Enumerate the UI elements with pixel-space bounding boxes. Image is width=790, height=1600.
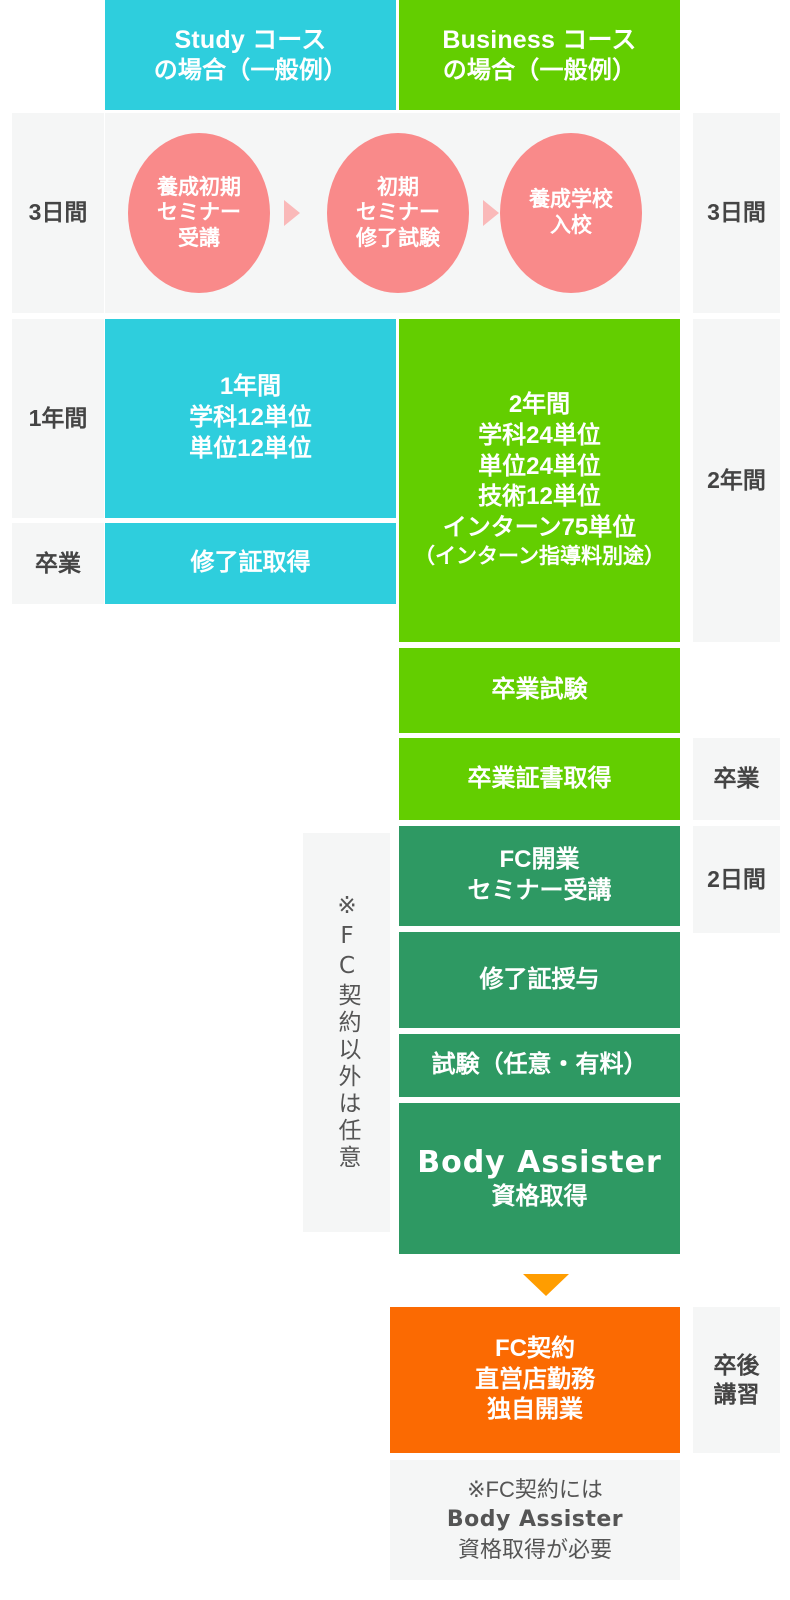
fc-exam-text: 試験（任意・有料） [431,1051,648,1079]
study-curriculum-box: 1年間 学科12単位 単位12単位 [105,319,396,518]
fc-certificate-box: 修了証授与 [399,932,680,1028]
seminar-step1-line2: セミナー [157,201,241,225]
business-curriculum-line6: （インターン指導料別途） [414,544,665,568]
header-business-line1: Business コース [442,25,637,54]
header-business-course: Business コース の場合（一般例） [399,0,680,110]
fc-opening-seminar-box: FC開業 セミナー受講 [399,826,680,926]
business-grad-exam-text: 卒業試験 [491,676,588,704]
right-label-graduation-text: 卒業 [713,765,760,792]
footnote-line2: Body Assister [446,1507,624,1533]
business-curriculum-box: 2年間 学科24単位 単位24単位 技術12単位 インターン75単位 （インター… [399,319,680,642]
seminar-step2-line1: 初期 [377,175,419,199]
study-curriculum-line2: 学科12単位 [189,404,312,432]
fc-opening-seminar-line1: FC開業 [499,846,580,874]
business-diploma-box: 卒業証書取得 [399,738,680,820]
study-certificate-box: 修了証取得 [105,523,396,604]
seminar-step-school-entry: 養成学校 入校 [500,133,642,293]
business-curriculum-line5: インターン75単位 [442,514,637,542]
fc-qualification-box: Body Assister 資格取得 [399,1103,680,1254]
left-label-graduation-text: 卒業 [35,549,81,576]
seminar-step1-line1: 養成初期 [157,175,241,199]
right-label-two-days: 2日間 [693,826,780,933]
seminar-step1-line3: 受講 [178,226,220,250]
right-label-two-years: 2年間 [693,319,780,642]
seminar-step-completion-exam: 初期 セミナー 修了試験 [327,133,469,293]
footnote-line1: ※FC契約には [467,1477,603,1503]
arrow-right-icon-2 [483,200,499,226]
left-label-graduation: 卒業 [12,523,104,604]
header-business-line2: の場合（一般例） [442,56,637,84]
header-study-course: Study コース の場合（一般例） [105,0,396,110]
fc-optional-note: ※FC契約以外は任意 [303,833,390,1232]
arrow-right-icon-1 [284,200,300,226]
business-diploma-text: 卒業証書取得 [467,764,612,792]
right-label-post-graduation: 卒後 講習 [693,1307,780,1453]
seminar-step3-line2: 入校 [550,214,592,237]
right-label-three-days-text: 3日間 [707,199,766,226]
business-curriculum-line1: 2年間 [508,391,571,419]
study-curriculum-line1: 1年間 [219,373,282,401]
right-label-two-years-text: 2年間 [707,466,766,493]
fc-contract-line2: 直営店勤務 [475,1365,595,1393]
seminar-step2-line2: セミナー [356,201,440,225]
right-label-two-days-text: 2日間 [707,865,766,892]
right-label-graduation: 卒業 [693,738,780,820]
fc-contract-line1: FC契約 [495,1334,575,1362]
fc-certificate-text: 修了証授与 [479,965,600,993]
arrow-down-icon [523,1274,569,1296]
header-study-line1: Study コース [174,25,327,54]
fc-optional-note-text: ※FC契約以外は任意 [334,893,360,1172]
seminar-step3-line1: 養成学校 [529,188,613,212]
seminar-step2-line3: 修了試験 [356,226,440,250]
footnote-line3: 資格取得が必要 [457,1536,612,1562]
business-grad-exam-box: 卒業試験 [399,648,680,733]
fc-contract-box: FC契約 直営店勤務 独自開業 [390,1307,680,1453]
right-label-post-grad-line2: 講習 [713,1381,760,1407]
business-curriculum-line2: 学科24単位 [478,421,601,449]
business-curriculum-line4: 技術12単位 [478,483,601,511]
left-label-one-year-text: 1年間 [28,404,88,431]
fc-contract-footnote: ※FC契約には Body Assister 資格取得が必要 [390,1460,680,1580]
fc-contract-line3: 独自開業 [487,1396,583,1424]
right-label-post-grad-line1: 卒後 [713,1351,760,1378]
fc-opening-seminar-line2: セミナー受講 [467,877,612,904]
fc-qualification-line2: 資格取得 [491,1183,588,1211]
business-curriculum-line3: 単位24単位 [478,452,601,480]
study-curriculum-line3: 単位12単位 [189,434,312,462]
seminar-step-initial-training: 養成初期 セミナー 受講 [128,133,270,293]
fc-exam-box: 試験（任意・有料） [399,1034,680,1097]
right-label-three-days: 3日間 [693,113,780,313]
header-study-line2: の場合（一般例） [153,56,348,84]
left-label-one-year: 1年間 [12,319,104,518]
left-label-three-days: 3日間 [12,113,104,313]
left-label-three-days-text: 3日間 [28,199,88,226]
study-certificate-text: 修了証取得 [190,549,311,577]
fc-qualification-line1: Body Assister [417,1144,662,1180]
